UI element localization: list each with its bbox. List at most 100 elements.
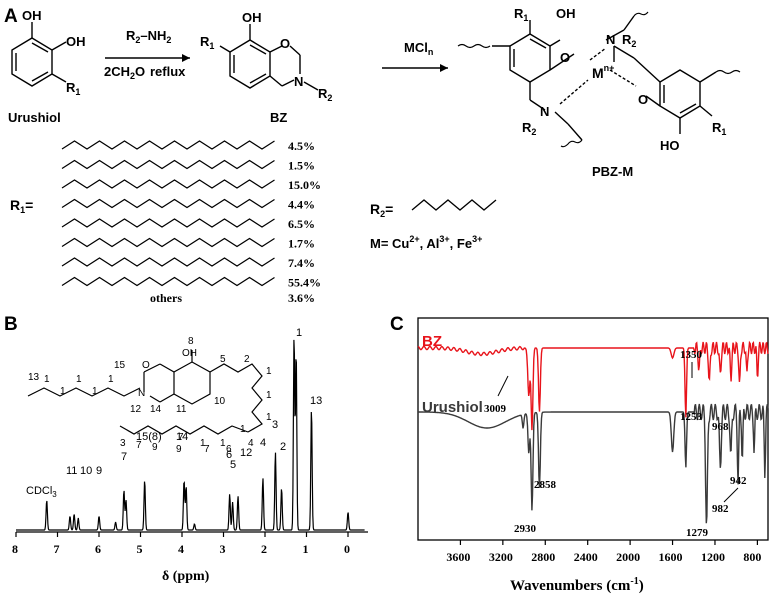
nmr-struct-label-29: 7	[178, 432, 184, 443]
ftir-legend-urushiol: Urushiol	[422, 399, 483, 416]
nmr-tick-label-2: 2	[261, 542, 267, 556]
nmr-tick-label-1: 1	[303, 542, 309, 556]
pbz-metal: Mn+	[592, 63, 614, 81]
nmr-struct-label-19: 1	[266, 412, 272, 423]
nmr-peak-13: 13	[310, 395, 322, 407]
nmr-struct-label-5: 14	[150, 404, 162, 415]
reagent-reflux: reflux	[150, 64, 186, 79]
nmr-peak-7: 7	[121, 451, 127, 463]
ftir-tick-label-2800: 2800	[531, 550, 555, 564]
nmr-peak-9: 9	[96, 465, 102, 477]
ftir-ann-1253: 1253	[680, 411, 703, 423]
pbz-n2: N	[540, 104, 549, 119]
r1-chain-3	[61, 179, 275, 189]
ftir-ann-968: 968	[712, 421, 729, 433]
ftir-tick-label-800: 800	[743, 550, 761, 564]
panel-b-label: B	[4, 314, 18, 335]
pbz-r1b: R1	[712, 120, 726, 137]
ftir-tick-label-3200: 3200	[489, 550, 513, 564]
r1-chain-percent-1: 4.5%	[288, 139, 315, 153]
r1-chain-2	[61, 159, 275, 170]
nmr-struct-label-10: 2	[244, 354, 250, 365]
ftir-arrow-3009	[497, 375, 509, 397]
nmr-struct-label-2: 15	[114, 360, 126, 371]
nmr-x-label: δ (ppm)	[162, 569, 210, 584]
bz-o: O	[280, 36, 290, 51]
nmr-struct-label-24: 7	[136, 440, 142, 451]
nmr-peak-14: 14	[176, 431, 188, 443]
nmr-struct-label-27: 7	[204, 444, 210, 455]
r1-chain-8	[61, 276, 275, 287]
pbz-o2: O	[638, 92, 648, 107]
nmr-struct-label-9: 5	[220, 354, 226, 365]
bz-n: N	[294, 74, 303, 89]
ftir-tick-label-1600: 1600	[659, 550, 683, 564]
nmr-struct-label-20: 1	[240, 424, 246, 435]
ftir-ann-3009: 3009	[484, 403, 507, 415]
nmr-peak-11: 11	[66, 465, 77, 477]
r1-chain-1	[61, 140, 275, 150]
ftir-legend-bz: BZ	[422, 333, 442, 350]
r1-chain-percent-8: 55.4%	[288, 276, 321, 290]
nmr-struct-label-28: 6	[226, 444, 232, 455]
ftir-ann-982: 982	[712, 503, 729, 515]
nmr-struct-label-4: N	[138, 388, 145, 399]
ftir-tick-label-3600: 3600	[446, 550, 470, 564]
nmr-struct-label-11: 13	[28, 372, 40, 383]
ftir-ann-942: 942	[730, 475, 747, 487]
others-percent: 3.6%	[288, 291, 315, 305]
pbz-r1: R1	[514, 6, 528, 23]
nmr-tick-label-3: 3	[220, 542, 226, 556]
r1-chain-percent-5: 6.5%	[288, 217, 315, 231]
nmr-struct-label-7: 11	[176, 404, 187, 415]
nmr-struct-label-6: 12	[130, 404, 142, 415]
urushiol-r1: R1	[66, 80, 80, 97]
reaction-arrow-1-head	[182, 54, 190, 62]
pbz-o: O	[560, 50, 570, 65]
urushiol-oh1: OH	[22, 8, 42, 23]
reagent-amine: R2–NH2	[126, 28, 171, 45]
nmr-struct-label-16: 1	[108, 374, 114, 385]
nmr-struct-label-3: O	[142, 360, 150, 371]
nmr-peak-cdcl3: CDCl3	[26, 485, 57, 499]
nmr-struct-label-8: 10	[214, 396, 226, 407]
nmr-tick-label-8: 8	[12, 542, 18, 556]
r1-chain-4	[61, 198, 275, 209]
urushiol-name: Urushiol	[8, 110, 61, 125]
nmr-structure-inset	[27, 350, 263, 435]
nmr-struct-label-21: 1	[220, 438, 226, 449]
r2-equals: R2=	[370, 201, 393, 219]
pbz-n: N	[606, 32, 615, 47]
nmr-struct-label-18: 1	[266, 390, 272, 401]
pbz-name: PBZ-M	[592, 164, 633, 179]
bz-name: BZ	[270, 110, 287, 125]
ftir-ann-1279: 1279	[686, 527, 709, 539]
nmr-spectrum-line	[16, 339, 365, 531]
nmr-tick-label-5: 5	[137, 542, 143, 556]
reagent-mcl: MCln	[404, 40, 433, 57]
nmr-struct-label-17: 1	[266, 366, 272, 377]
ftir-arrow-982	[723, 487, 739, 503]
pbz-r2b: R2	[522, 120, 536, 137]
ftir-ann-1350: 1350	[680, 349, 703, 361]
pbz-ho: HO	[660, 138, 680, 153]
nmr-struct-label-30: 4	[248, 438, 254, 449]
nmr-struct-label-23: 3	[120, 438, 126, 449]
r2-octyl-chain	[411, 199, 497, 211]
pbz-m-structure	[457, 11, 741, 148]
r1-chain-7	[61, 257, 275, 267]
r1-chain-percent-4: 4.4%	[288, 198, 315, 212]
urushiol-structure	[11, 22, 67, 87]
nmr-struct-label-0: 8	[188, 336, 194, 347]
bz-oh: OH	[242, 10, 262, 25]
nmr-tick-label-6: 6	[95, 542, 101, 556]
pbz-oh: OH	[556, 6, 576, 21]
panel-c-label: C	[390, 314, 404, 335]
ftir-tick-label-2400: 2400	[574, 550, 598, 564]
nmr-struct-label-25: 9	[152, 442, 158, 453]
nmr-peak-10: 10	[80, 465, 92, 477]
r1-chain-list: 4.5%1.5%15.0%4.4%6.5%1.7%7.4%55.4%	[61, 139, 321, 290]
